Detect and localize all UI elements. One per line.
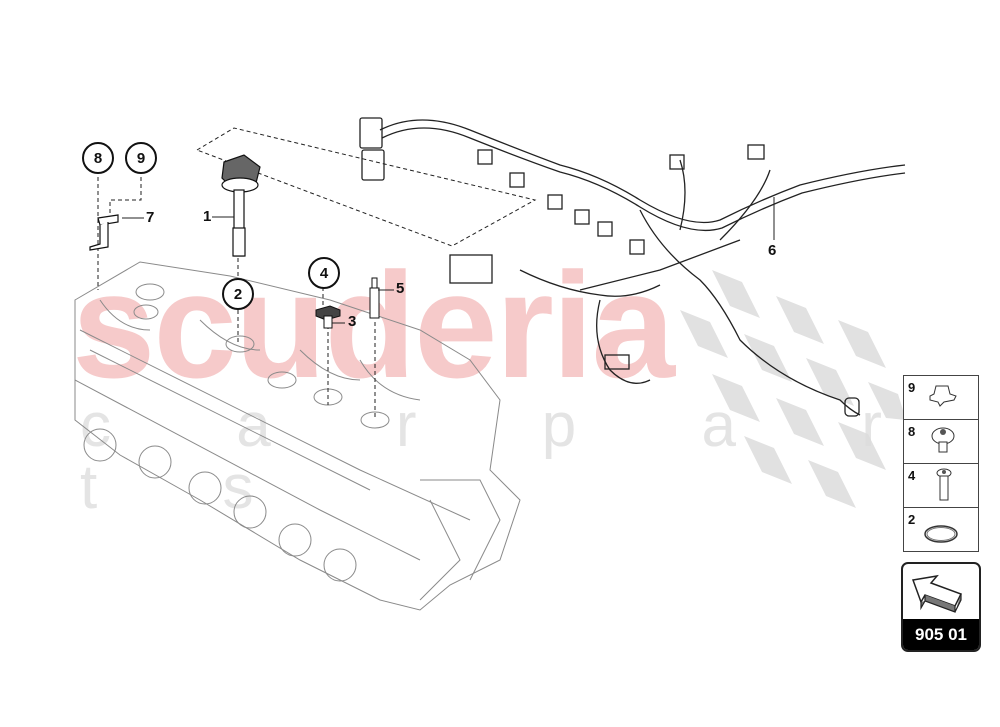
sensor-part [315, 305, 341, 329]
spark-plug-part [369, 277, 380, 319]
legend-row-4[interactable]: 4 [904, 464, 978, 508]
legend-number: 8 [908, 424, 916, 439]
arrow-nav-icon [911, 574, 963, 613]
legend-row-2[interactable]: 2 [904, 508, 978, 551]
wiring-harness-illustration [359, 117, 906, 417]
legend-row-8[interactable]: 8 [904, 420, 978, 464]
legend-row-9[interactable]: 9 [904, 376, 978, 420]
nut-icon [931, 427, 955, 453]
diagram-number: 905 01 [903, 619, 979, 650]
clip-fastener-icon [929, 385, 957, 407]
screw-icon [936, 468, 952, 501]
callout-8[interactable]: 8 [82, 142, 114, 174]
cylinder-head-illustration [74, 261, 521, 611]
callout-4[interactable]: 4 [308, 257, 340, 289]
callout-2[interactable]: 2 [222, 278, 254, 310]
fastener-legend: 9 8 4 2 [903, 375, 979, 552]
bracket-part [89, 214, 119, 251]
ignition-coil-part [221, 154, 261, 257]
o-ring-icon [924, 525, 958, 543]
legend-number: 4 [908, 468, 916, 483]
dashed-leader-lines [97, 127, 537, 420]
watermark-brand: scuderia [72, 241, 675, 409]
part-label-5[interactable]: 5 [396, 280, 405, 297]
legend-number: 2 [908, 512, 916, 527]
legend-number: 9 [908, 380, 916, 395]
diagram-number-badge[interactable]: 905 01 [901, 562, 981, 652]
part-label-7[interactable]: 7 [146, 209, 155, 226]
part-label-1[interactable]: 1 [203, 208, 212, 225]
part-label-3[interactable]: 3 [348, 313, 357, 330]
part-label-6[interactable]: 6 [768, 242, 777, 259]
checkered-flag-watermark [680, 270, 906, 508]
callout-9[interactable]: 9 [125, 142, 157, 174]
